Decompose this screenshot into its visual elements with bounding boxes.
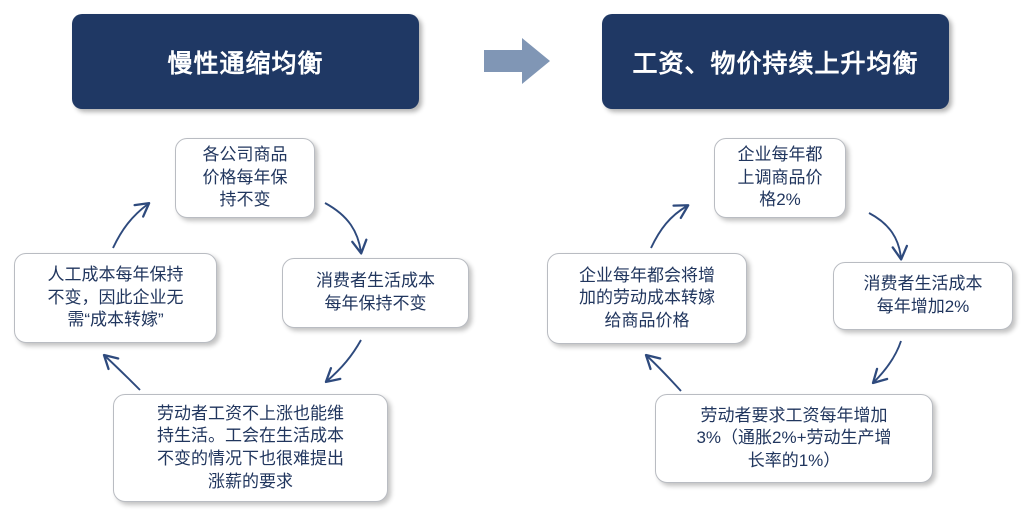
node-left-prices: 各公司商品 价格每年保 持不变	[175, 138, 315, 218]
node-left-labor-cost: 人工成本每年保持 不变，因此企业无 需“成本转嫁”	[14, 253, 217, 343]
right-cycle-title-banner: 工资、物价持续上升均衡	[602, 14, 949, 109]
node-right-prices-label: 企业每年都 上调商品价 格2%	[737, 145, 823, 210]
arrow-left-living-to-wages	[324, 339, 362, 384]
node-right-passthrough: 企业每年都会将增 加的劳动成本转嫁 给商品价格	[547, 253, 747, 344]
arrow-left-labor-cost-to-prices	[112, 202, 151, 249]
node-right-passthrough-label: 企业每年都会将增 加的劳动成本转嫁 给商品价格	[579, 265, 715, 330]
node-right-wages-label: 劳动者要求工资每年增加 3%（通胀2%+劳动生产增 长率的1%）	[696, 405, 892, 470]
arrow-right-wages-to-passthrough	[644, 353, 682, 392]
node-right-living: 消费者生活成本 每年增加2%	[833, 262, 1013, 330]
arrow-right-passthrough-to-prices	[650, 204, 690, 249]
node-right-prices: 企业每年都 上调商品价 格2%	[714, 138, 846, 218]
arrow-right-living-to-wages	[871, 340, 902, 385]
arrow-right-prices-to-living	[868, 212, 909, 261]
left-cycle-title: 慢性通缩均衡	[167, 49, 324, 78]
node-left-prices-label: 各公司商品 价格每年保 持不变	[202, 145, 288, 210]
node-left-wages-label: 劳动者工资不上涨也能维 持生活。工会在生活成本 不变的情况下也很难提出 涨薪的要…	[157, 403, 344, 491]
node-left-living-label: 消费者生活成本 每年保持不变	[316, 271, 435, 313]
node-left-wages: 劳动者工资不上涨也能维 持生活。工会在生活成本 不变的情况下也很难提出 涨薪的要…	[113, 394, 388, 502]
arrow-left-wages-to-labor-cost	[102, 353, 141, 391]
node-right-living-label: 消费者生活成本 每年增加2%	[863, 274, 983, 316]
transition-right-arrow-icon	[484, 38, 550, 84]
node-right-wages: 劳动者要求工资每年增加 3%（通胀2%+劳动生产增 长率的1%）	[655, 394, 933, 483]
arrow-left-prices-to-living	[324, 202, 368, 255]
right-cycle-title: 工资、物价持续上升均衡	[632, 49, 919, 78]
node-left-labor-cost-label: 人工成本每年保持 不变，因此企业无 需“成本转嫁”	[47, 265, 184, 330]
node-left-living: 消费者生活成本 每年保持不变	[282, 258, 469, 328]
left-cycle-title-banner: 慢性通缩均衡	[72, 14, 419, 109]
